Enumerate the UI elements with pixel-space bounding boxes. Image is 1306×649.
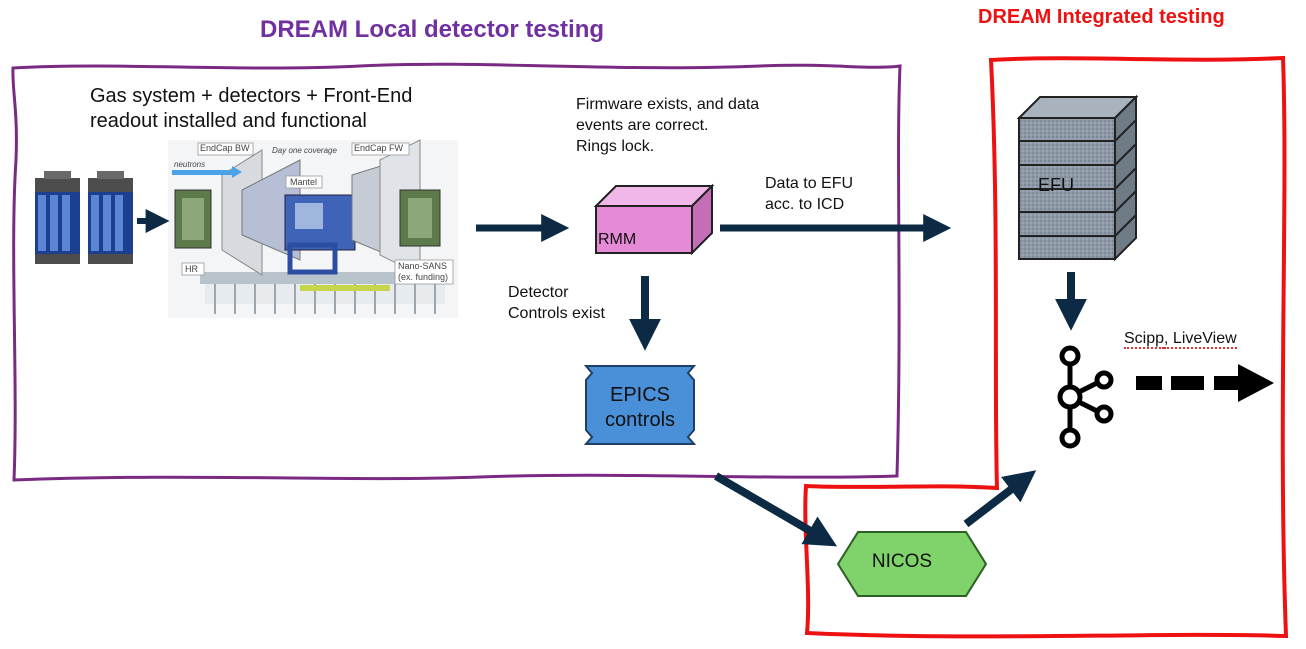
rmm-box: [593, 183, 715, 256]
integrated-testing-frame: [803, 55, 1289, 639]
epics-label: EPICS controls: [604, 384, 676, 431]
efu-server-icon: [1016, 94, 1139, 262]
gas-cylinders-icon: [35, 171, 133, 264]
arrow-epics-to-nicos: [713, 472, 838, 547]
hr-label: HR: [185, 264, 198, 274]
scipp-liveview-note: Scipp, LiveView: [1124, 330, 1237, 349]
efu-label: EFU: [1038, 175, 1074, 195]
kafka-icon: [1057, 345, 1114, 449]
liveview-label: , LiveView: [1164, 330, 1237, 349]
local-testing-frame: [11, 62, 902, 482]
arrow-nicos-to-kafka: [963, 470, 1037, 528]
firmware-note: Firmware exists, and data events are cor…: [576, 96, 760, 155]
detector-controls-note: Detector Controls exist: [508, 284, 605, 322]
nicos-label: NICOS: [871, 551, 933, 572]
neutrons-label: neutrons: [174, 160, 206, 169]
mantel-label: Mantel: [290, 177, 318, 187]
scipp-label: Scipp: [1124, 330, 1165, 349]
endcap-bw-label: EndCap BW: [200, 143, 250, 153]
gas-system-note: Gas system + detectors + Front-End reado…: [90, 85, 413, 132]
nicos-shape: [836, 531, 988, 597]
nano-sans-label: Nano-SANS (ex. funding): [398, 261, 449, 282]
data-to-efu-note: Data to EFU acc. to ICD: [765, 175, 854, 213]
epics-shape: [583, 365, 697, 445]
local-testing-title: DREAM Local detector testing: [260, 16, 605, 43]
detector-illustration: [168, 139, 458, 318]
day-one-label: Day one coverage: [272, 146, 337, 155]
rmm-label: RMM: [598, 231, 637, 248]
integrated-testing-title: DREAM Integrated testing: [978, 6, 1225, 28]
endcap-fw-label: EndCap FW: [354, 143, 404, 153]
dashed-output-arrow: [1136, 364, 1274, 402]
